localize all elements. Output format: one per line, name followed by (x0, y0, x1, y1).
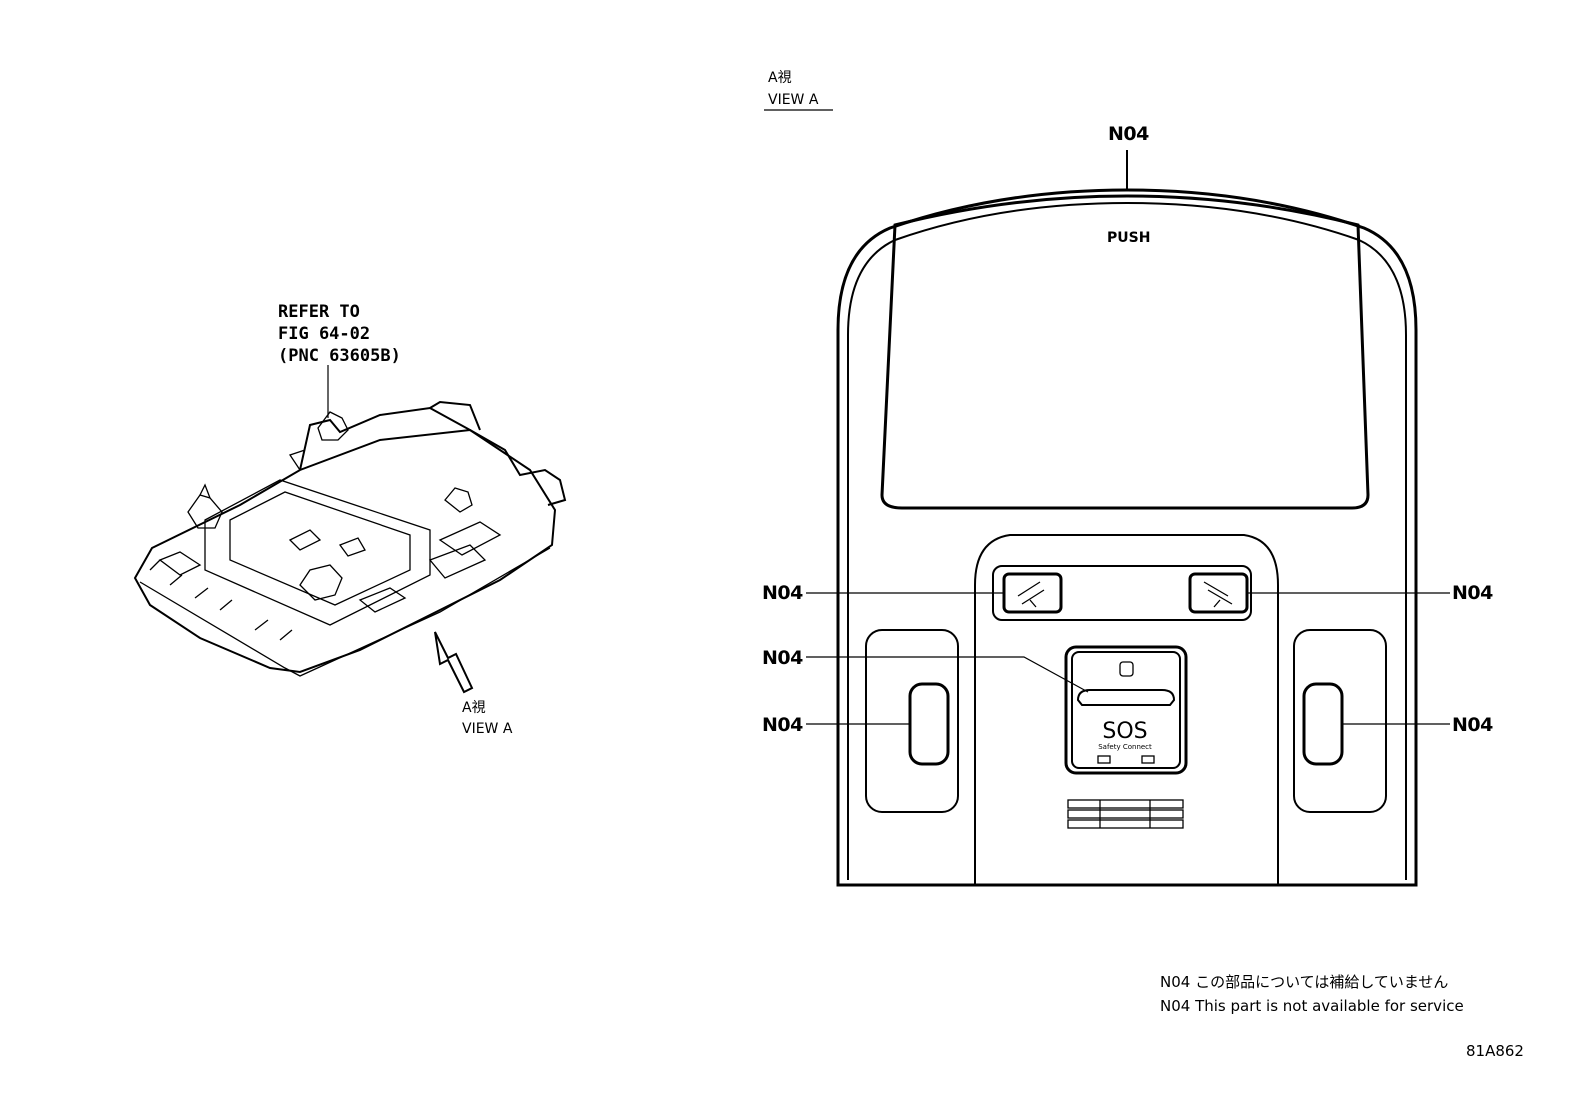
callout-right-button: N04 (1452, 582, 1493, 604)
view-a-title-jp: A視 (768, 70, 792, 86)
left-view-a-en: VIEW A (462, 721, 513, 737)
refer-pnc-label: (PNC 63605B) (278, 346, 401, 366)
callout-sos-button: N04 (762, 647, 803, 669)
refer-to-label: REFER TO (278, 302, 360, 322)
callout-left-lamp: N04 (762, 714, 803, 736)
callout-right-lamp: N04 (1452, 714, 1493, 736)
view-a-title-en: VIEW A (768, 92, 819, 108)
callout-left-button: N04 (762, 582, 803, 604)
callout-top-lens: N04 (1108, 123, 1149, 145)
sos-sub-label: Safety Connect (1098, 743, 1152, 751)
figure-code: 81A862 (1466, 1042, 1524, 1060)
overhead-console-front: SOS Safety Connect (806, 150, 1450, 887)
refer-fig-label: FIG 64-02 (278, 324, 370, 344)
left-view-a-jp: A視 (462, 700, 486, 716)
overhead-console-isometric (133, 365, 567, 694)
footnote-jp: N04 この部品については補給していません (1160, 973, 1448, 991)
push-label: PUSH (1107, 230, 1150, 246)
footnote-en: N04 This part is not available for servi… (1160, 997, 1464, 1015)
sos-button-label: SOS (1102, 719, 1147, 744)
